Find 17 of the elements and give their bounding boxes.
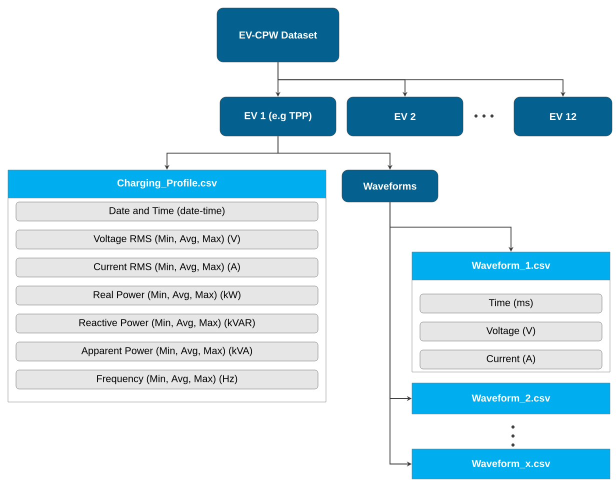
rounded-box: Waveforms: [342, 170, 438, 202]
rounded-box: EV-CPW Dataset: [216, 8, 340, 62]
file-box: Waveform_2.csv: [412, 382, 610, 414]
file-box: Waveform_x.csv: [412, 448, 610, 480]
field-box: Real Power (Min, Avg, Max) (kW): [16, 286, 318, 306]
field-box: Frequency (Min, Avg, Max) (Hz): [16, 370, 318, 390]
rounded-box: EV 2: [346, 96, 464, 136]
field-box: Time (ms): [420, 294, 602, 314]
field-box: Voltage RMS (Min, Avg, Max) (V): [16, 230, 318, 250]
field-box: Current RMS (Min, Avg, Max) (A): [16, 258, 318, 278]
field-box: Current (A): [420, 350, 602, 370]
rounded-box: EV 12: [514, 96, 612, 136]
field-box: Date and Time (date-time): [16, 202, 318, 222]
rounded-box: EV 1 (e.g TPP): [220, 96, 336, 136]
field-box: Apparent Power (Min, Avg, Max) (kVA): [16, 342, 318, 362]
field-box: Reactive Power (Min, Avg, Max) (kVAR): [16, 314, 318, 334]
field-box: Voltage (V): [420, 322, 602, 342]
